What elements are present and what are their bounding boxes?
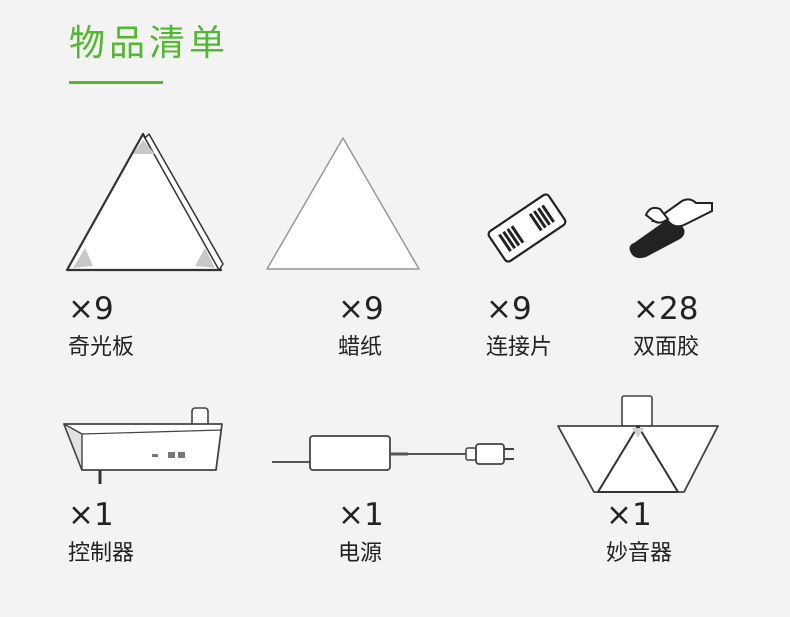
item-name: 连接片 bbox=[486, 335, 553, 360]
item-name: 电源 bbox=[338, 541, 383, 566]
double-sided-tape-icon bbox=[624, 195, 716, 261]
rhythm-module-icon bbox=[556, 394, 720, 496]
connector-icon bbox=[485, 188, 569, 268]
controller-icon bbox=[60, 404, 228, 488]
item-quantity: ×1 bbox=[338, 497, 384, 533]
item-quantity: ×9 bbox=[338, 291, 384, 327]
title-underline bbox=[69, 81, 163, 84]
item-name: 控制器 bbox=[68, 541, 135, 566]
item-name: 奇光板 bbox=[68, 335, 135, 360]
light-panel-icon bbox=[63, 130, 225, 274]
power-adapter-icon bbox=[270, 432, 522, 474]
item-name: 双面胶 bbox=[633, 335, 700, 360]
item-quantity: ×1 bbox=[606, 497, 652, 533]
item-quantity: ×9 bbox=[486, 291, 532, 327]
item-quantity: ×1 bbox=[68, 497, 114, 533]
page-title: 物品清单 bbox=[69, 23, 230, 64]
item-name: 蜡纸 bbox=[338, 335, 383, 360]
item-quantity: ×9 bbox=[68, 291, 114, 327]
wax-paper-icon bbox=[263, 135, 423, 273]
item-name: 妙音器 bbox=[606, 541, 673, 566]
item-quantity: ×28 bbox=[633, 291, 699, 327]
